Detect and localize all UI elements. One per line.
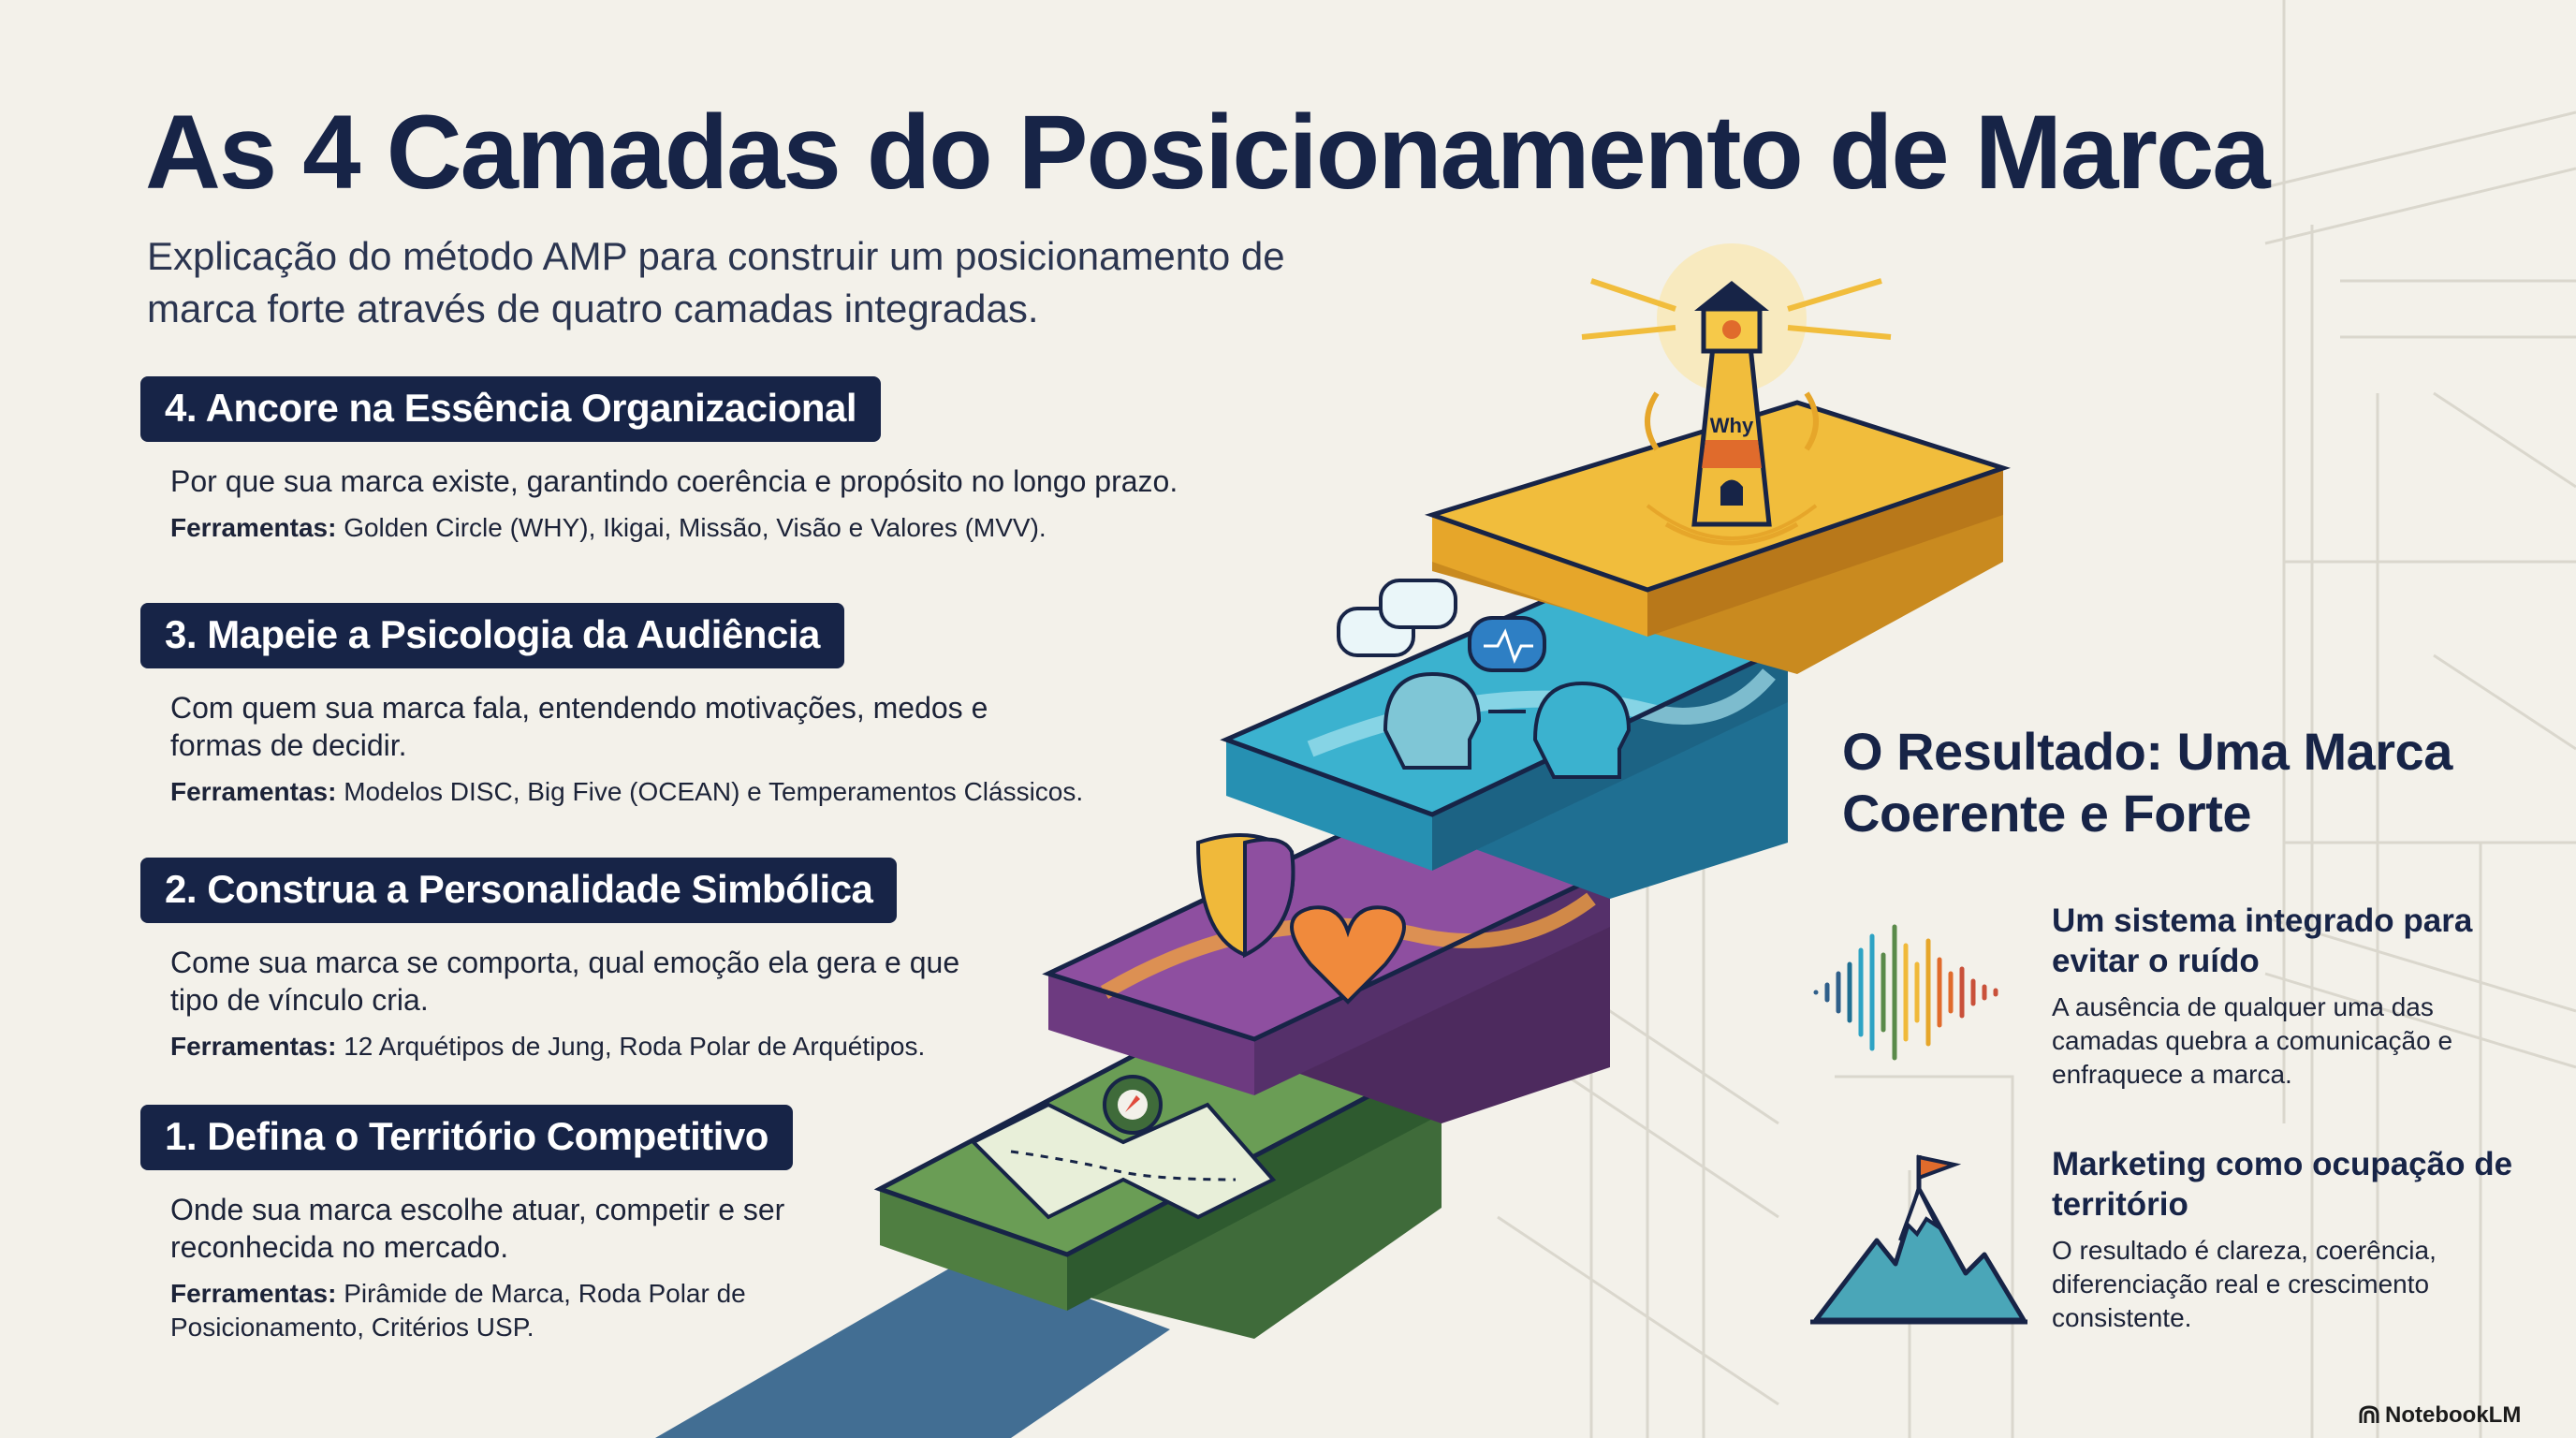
- lighthouse-icon: Why: [1581, 243, 1892, 546]
- benefit-1-title: Um sistema integrado para evitar o ruído: [2052, 902, 2473, 979]
- layer-3-heading: 3. Mapeie a Psicologia da Audiência: [140, 603, 844, 668]
- layer-3-tools-label: Ferramentas:: [170, 777, 337, 806]
- mask-heart-icon: [1195, 833, 1406, 1005]
- benefit-2-title: Marketing como ocupação de território: [2052, 1146, 2513, 1223]
- layer-1: 1. Defina o Território Competitivo Onde …: [140, 1105, 1282, 1344]
- brand-label: NotebookLM: [2385, 1402, 2522, 1428]
- lighthouse-label: Why: [1710, 414, 1754, 437]
- layer-1-description: Onde sua marca escolhe atuar, competir e…: [170, 1193, 785, 1264]
- notebooklm-logo-icon: [2359, 1405, 2379, 1423]
- layer-3-tools-text: Modelos DISC, Big Five (OCEAN) e Tempera…: [344, 777, 1084, 806]
- map-compass-icon: [970, 1075, 1277, 1220]
- layer-4-tools-text: Golden Circle (WHY), Ikigai, Missão, Vis…: [344, 513, 1046, 542]
- layer-1-tools-text: Pirâmide de Marca, Roda Polar de Posicio…: [170, 1279, 746, 1342]
- layer-2-description: Come sua marca se comporta, qual emoção …: [170, 946, 960, 1017]
- layer-1-tools: Ferramentas: Pirâmide de Marca, Roda Pol…: [170, 1277, 826, 1344]
- mountain-flag-icon: [1810, 1154, 2027, 1325]
- layer-3-description: Com quem sua marca fala, entendendo moti…: [170, 691, 988, 762]
- benefit-territory: Marketing como ocupação de território O …: [2052, 1144, 2539, 1335]
- layer-1-heading: 1. Defina o Território Competitivo: [140, 1105, 793, 1170]
- layer-4-description: Por que sua marca existe, garantindo coe…: [170, 464, 1178, 498]
- layer-4-tools: Ferramentas: Golden Circle (WHY), Ikigai…: [170, 511, 1282, 545]
- psychology-heads-icon: [1337, 579, 1632, 779]
- layer-2-tools: Ferramentas: 12 Arquétipos de Jung, Roda…: [170, 1030, 1282, 1064]
- step-3: [1220, 578, 1794, 899]
- layer-2-tools-label: Ferramentas:: [170, 1032, 337, 1061]
- benefit-1-text: A ausência de qualquer uma das camadas q…: [2052, 992, 2453, 1089]
- page-title: As 4 Camadas do Posicionamento de Marca: [145, 94, 2271, 211]
- layer-2-tools-text: 12 Arquétipos de Jung, Roda Polar de Arq…: [344, 1032, 926, 1061]
- layer-4-heading: 4. Ancore na Essência Organizacional: [140, 376, 882, 442]
- benefit-2-text: O resultado é clareza, coerência, difere…: [2052, 1236, 2437, 1332]
- layer-2-heading: 2. Construa a Personalidade Simbólica: [140, 858, 898, 923]
- layer-3: 3. Mapeie a Psicologia da Audiência Com …: [140, 603, 1282, 809]
- layer-3-tools: Ferramentas: Modelos DISC, Big Five (OCE…: [170, 775, 1282, 809]
- layer-1-tools-label: Ferramentas:: [170, 1279, 337, 1308]
- benefit-integrated-system: Um sistema integrado para evitar o ruído…: [2052, 901, 2539, 1092]
- result-title: O Resultado: Uma Marca Coerente e Forte: [1842, 722, 2452, 843]
- layer-4: 4. Ancore na Essência Organizacional Por…: [140, 376, 1282, 545]
- soundwave-icon: [1813, 924, 1998, 1061]
- layer-2: 2. Construa a Personalidade Simbólica Co…: [140, 858, 1282, 1064]
- layer-4-tools-label: Ferramentas:: [170, 513, 337, 542]
- page-subtitle: Explicação do método AMP para construir …: [147, 234, 1285, 330]
